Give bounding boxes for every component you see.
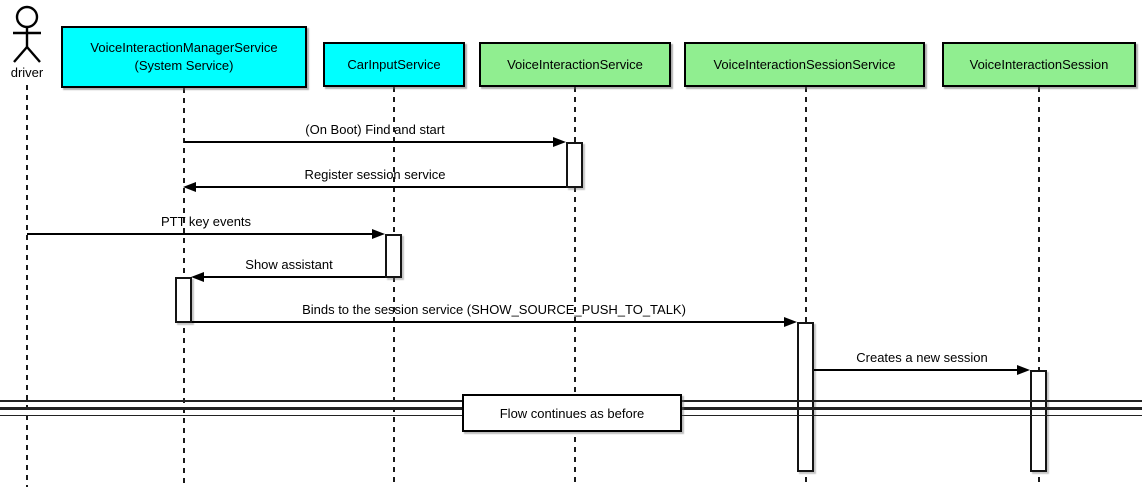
activation-bar-voiceinteractionmanagerservice xyxy=(175,277,192,323)
message-line xyxy=(814,369,1018,371)
participant-voiceinteractionsessionservice: VoiceInteractionSessionService xyxy=(684,42,925,87)
lifeline-carinputservice xyxy=(393,87,395,487)
participant-voiceinteractionservice: VoiceInteractionService xyxy=(479,42,671,87)
lifeline-voiceinteractionservice xyxy=(574,87,576,487)
activation-bar-voiceinteractionsession xyxy=(1030,370,1047,472)
message-label: PTT key events xyxy=(160,214,252,229)
lifeline-driver xyxy=(26,85,28,487)
arrowhead-right-icon xyxy=(784,317,797,327)
lifeline-voiceinteractionsession xyxy=(1038,87,1040,487)
message-line xyxy=(27,233,374,235)
message-label: Register session service xyxy=(304,167,446,182)
participant-carinputservice: CarInputService xyxy=(323,42,465,87)
message-line xyxy=(203,276,385,278)
divider-label: Flow continues as before xyxy=(499,405,645,421)
activation-bar-carinputservice xyxy=(385,234,402,278)
participant-voiceinteractionmanagerservice: VoiceInteractionManagerService (System S… xyxy=(61,26,307,88)
arrowhead-right-icon xyxy=(372,229,385,239)
arrowhead-left-icon xyxy=(183,182,196,192)
divider-label-box: Flow continues as before xyxy=(462,394,682,432)
activation-bar-voiceinteractionservice xyxy=(566,142,583,188)
participant-voiceinteractionsession: VoiceInteractionSession xyxy=(942,42,1136,87)
actor-driver-icon xyxy=(13,5,41,63)
message-line xyxy=(184,141,555,143)
message-label: Binds to the session service (SHOW_SOURC… xyxy=(302,302,686,317)
arrowhead-right-icon xyxy=(553,137,566,147)
activation-bar-voiceinteractionsessionservice xyxy=(797,322,814,472)
message-line xyxy=(192,321,786,323)
arrowhead-right-icon xyxy=(1017,365,1030,375)
message-label: Show assistant xyxy=(245,257,333,272)
message-line xyxy=(195,186,566,188)
arrowhead-left-icon xyxy=(191,272,204,282)
message-label: (On Boot) Find and start xyxy=(305,122,445,137)
actor-label: driver xyxy=(10,65,44,80)
lifeline-voiceinteractionsessionservice xyxy=(805,87,807,487)
message-label: Creates a new session xyxy=(856,350,988,365)
